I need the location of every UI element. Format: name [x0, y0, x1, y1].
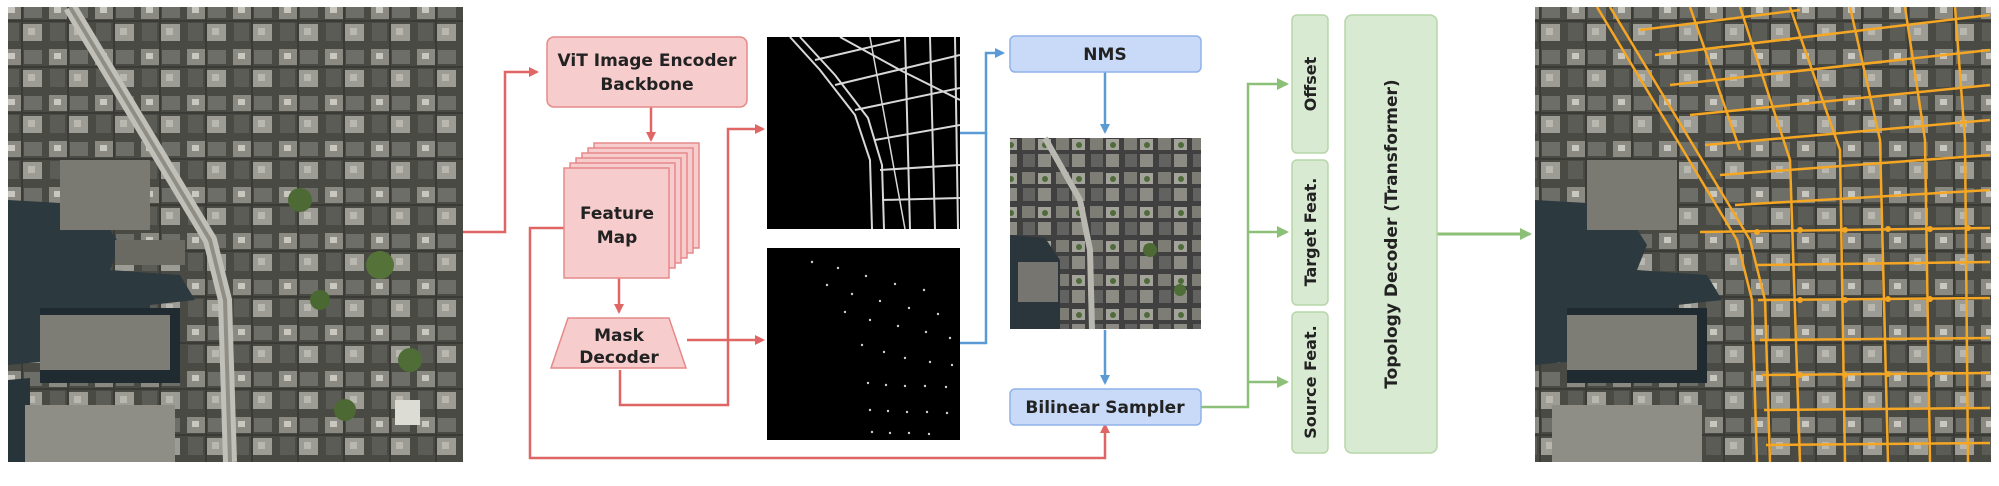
nms-label: NMS	[1083, 45, 1126, 65]
mask-label-line2: Decoder	[579, 348, 659, 368]
nms-block	[1009, 35, 1202, 73]
source-feat-block	[1291, 311, 1329, 454]
mask-label-line1: Mask	[594, 326, 645, 346]
source-feat-label: Source Feat.	[1301, 325, 1320, 438]
nms-cropped-satellite-image	[1010, 136, 1201, 330]
target-feat-label: Target Feat.	[1301, 178, 1320, 287]
encoder-label-line1: ViT Image Encoder	[558, 51, 737, 71]
topology-decoder-block	[1344, 14, 1438, 454]
bilinear-label: Bilinear Sampler	[1025, 398, 1185, 418]
feature-label-line2: Map	[597, 228, 638, 248]
mask-to-keypoint-arrow	[687, 124, 765, 342]
road-keypoint-mask	[767, 37, 960, 229]
offset-block	[1291, 14, 1329, 154]
encoder-label-line2: Backbone	[600, 75, 693, 95]
mask-decoder-block	[549, 317, 688, 369]
predicted-road-graph-overlay	[1535, 7, 1991, 462]
mask-output-line	[618, 340, 730, 407]
input-satellite-image	[8, 7, 463, 462]
sampler-to-offset-arrow	[1201, 78, 1289, 409]
input-to-encoder-arrow	[463, 67, 539, 234]
sample-to-nms-line	[960, 133, 988, 345]
feature-map-stack	[563, 142, 700, 279]
feature-to-sampler-arrow	[528, 226, 1110, 460]
keypoint-to-nms-arrow	[960, 48, 1005, 135]
target-feat-block	[1291, 159, 1329, 306]
offset-label: Offset	[1301, 56, 1320, 111]
vit-encoder-block	[546, 36, 748, 108]
topology-decoder-label: Topology Decoder (Transformer)	[1382, 79, 1402, 388]
feature-label-line1: Feature	[580, 204, 654, 224]
road-sample-point-mask	[767, 248, 960, 440]
